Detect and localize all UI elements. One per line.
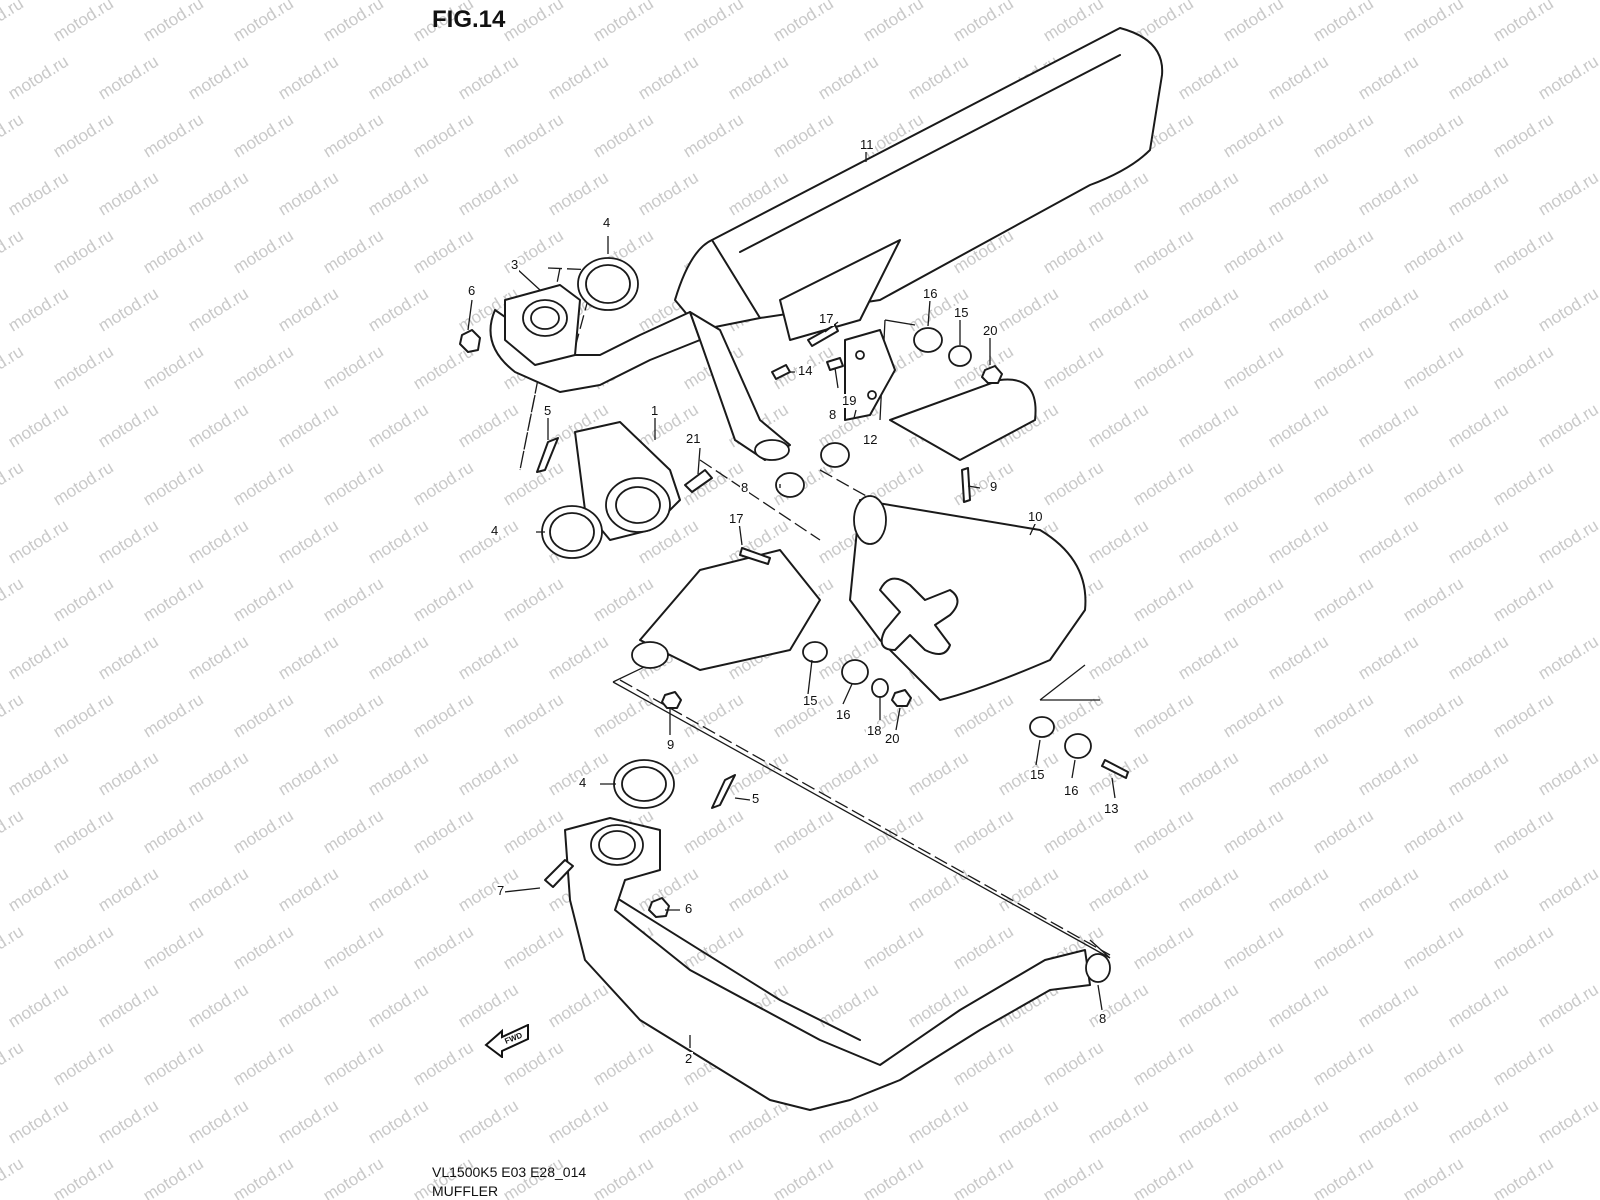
lower-exhaust-pipe-part-2	[564, 817, 1111, 1111]
muffler-cone	[631, 549, 821, 671]
small-hardware	[459, 324, 1129, 918]
gasket-part-4-middle	[541, 505, 603, 559]
diagram-name: MUFFLER	[432, 1183, 499, 1199]
figure-title: FIG.14	[432, 6, 506, 33]
gasket-part-4-lower	[613, 759, 675, 809]
upper-muffler-part-11	[674, 27, 1164, 341]
gasket-part-4-upper	[577, 257, 639, 311]
upper-exhaust-pipe-part-3	[489, 284, 791, 461]
forward-arrow-icon: FWD	[484, 1024, 529, 1058]
front-pipe-part-1	[574, 421, 681, 541]
bracket-part-12	[844, 329, 896, 421]
muffler-chamber-part-10	[849, 378, 1087, 701]
callout-leaders	[467, 152, 1116, 1048]
diagram-code: VL1500K5 E03 E28_014	[432, 1164, 587, 1180]
